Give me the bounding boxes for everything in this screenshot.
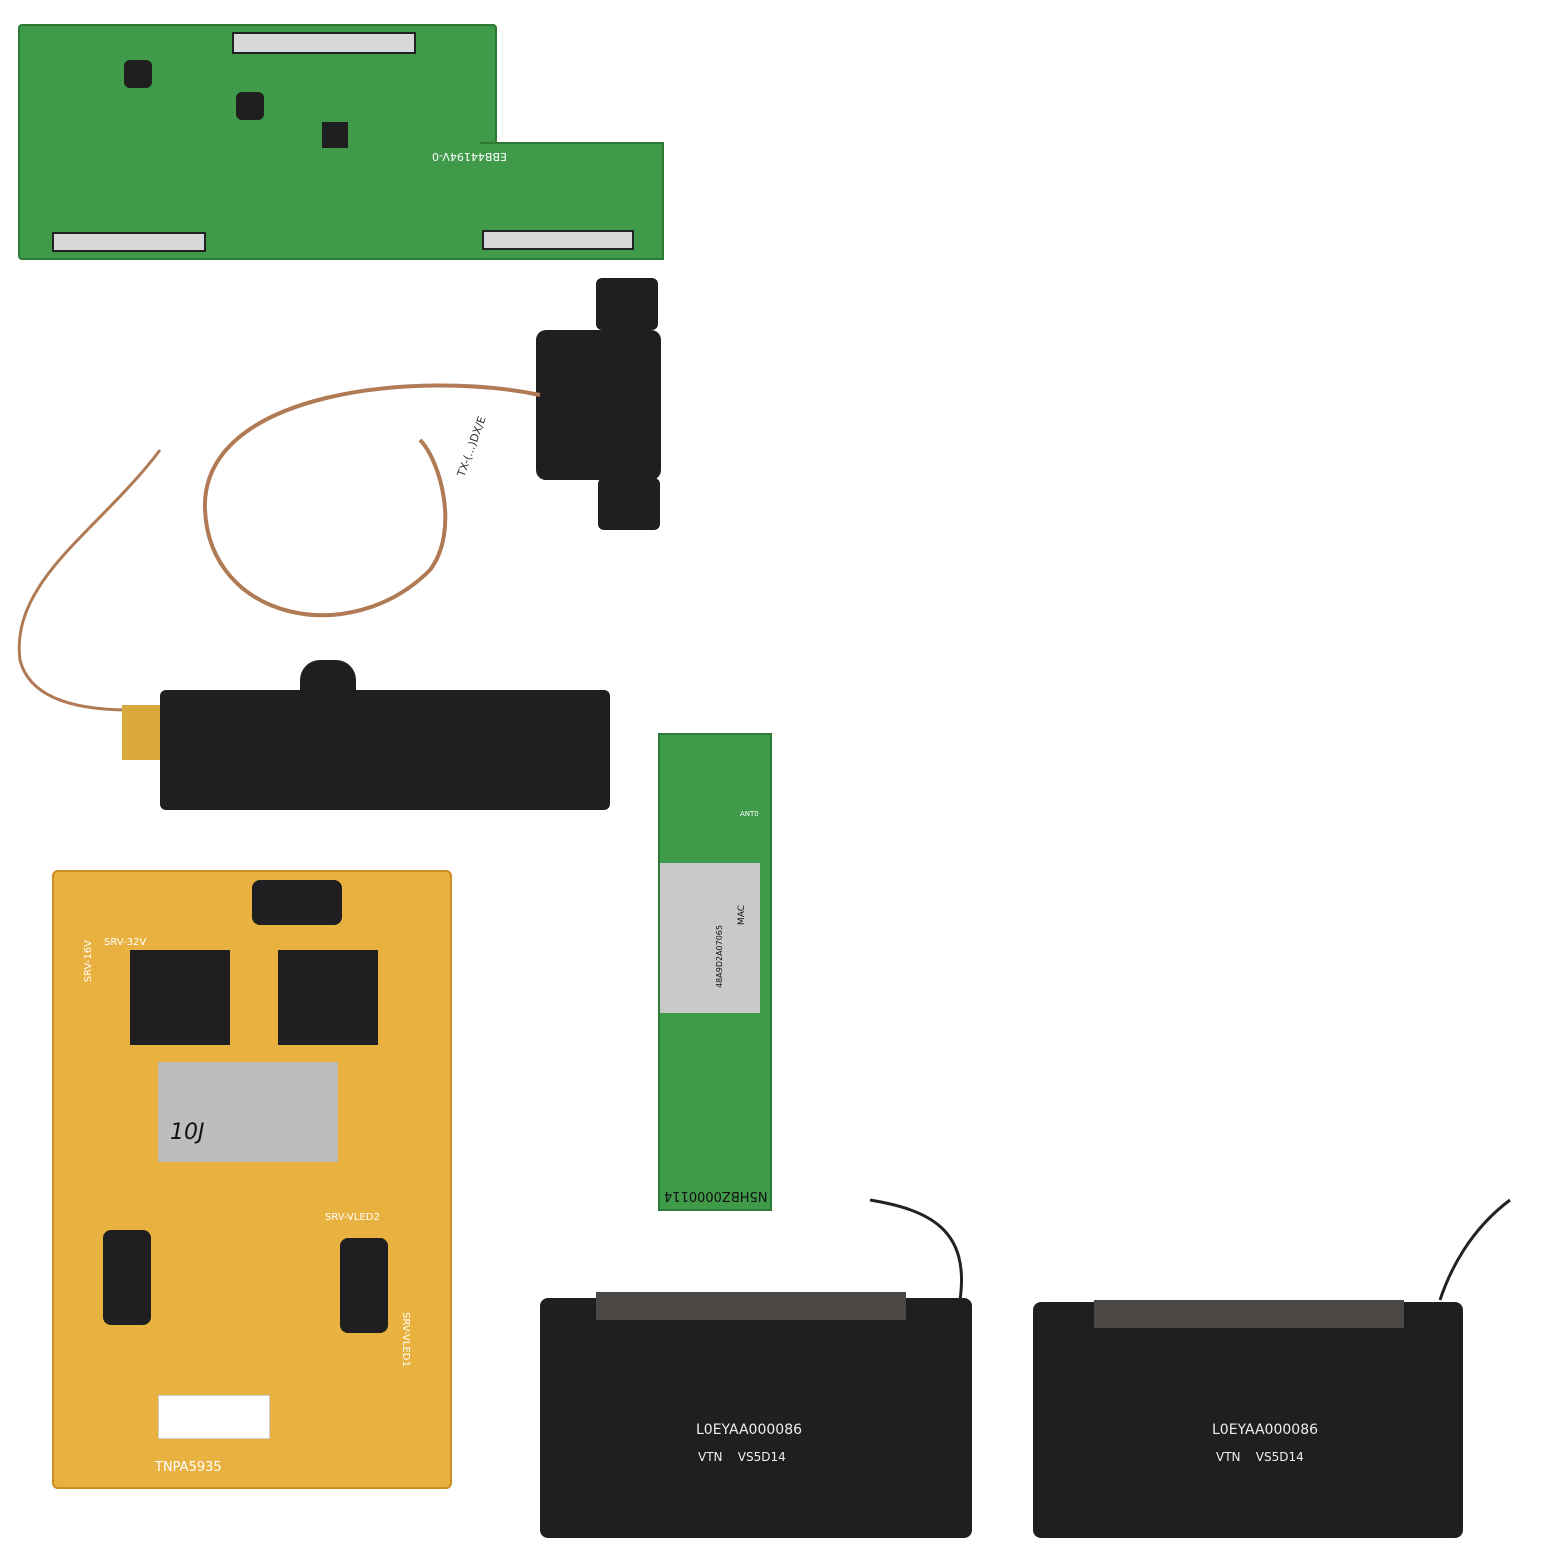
transformer [278, 950, 378, 1045]
tcon-connector-top [232, 32, 416, 54]
tcon-chip [322, 122, 348, 148]
handwritten-note: 10J [170, 1120, 205, 1145]
tcon-connector-right [482, 230, 634, 250]
tcon-connector-left [52, 232, 206, 252]
ir-receiver-clip-top [596, 278, 658, 330]
speaker-foam [596, 1292, 906, 1320]
transformer [130, 950, 230, 1045]
wifi-mac: 48A9D2A07065 [715, 925, 724, 988]
ir-receiver-clip-bottom [598, 478, 660, 530]
capacitor [103, 1230, 151, 1325]
speaker-left [540, 1298, 972, 1538]
power-board-model: TNPA5935 [155, 1460, 222, 1475]
inductor [124, 60, 152, 88]
speaker-right [1033, 1302, 1463, 1538]
wifi-shield [660, 863, 760, 1013]
speaker-code: VTN VS5D14 [698, 1450, 786, 1464]
label-srv-32v: SRV-32V [104, 937, 147, 948]
label-srv-16v: SRV-16V [83, 940, 94, 983]
label-srv-vled1: SRV-VLED1 [400, 1312, 411, 1367]
wifi-mac-label: MAC [737, 905, 747, 926]
speaker-foam [1094, 1300, 1404, 1328]
tcon-board [18, 24, 497, 260]
speaker-part-number: L0EYAA000086 [1212, 1422, 1319, 1438]
speaker-part-number: L0EYAA000086 [696, 1422, 803, 1438]
key-board-housing [160, 690, 610, 810]
speaker-code: VTN VS5D14 [1216, 1450, 1304, 1464]
heatsink [158, 1062, 338, 1162]
capacitor [252, 880, 342, 925]
wifi-antenna-label: ANT0 [740, 810, 759, 818]
inductor [236, 92, 264, 120]
key-board-knob [300, 660, 356, 700]
tcon-part-number: EBB44194V-0 [432, 150, 507, 163]
capacitor [340, 1238, 388, 1333]
wifi-model: N5HBZ0000114 [664, 1188, 768, 1203]
speaker-wires [869, 1198, 1511, 1301]
barcode-sticker [158, 1395, 270, 1439]
ir-receiver [536, 330, 661, 480]
power-board [52, 870, 452, 1489]
ir-cable [17, 383, 541, 712]
label-srv-vled2: SRV-VLED2 [325, 1212, 380, 1223]
